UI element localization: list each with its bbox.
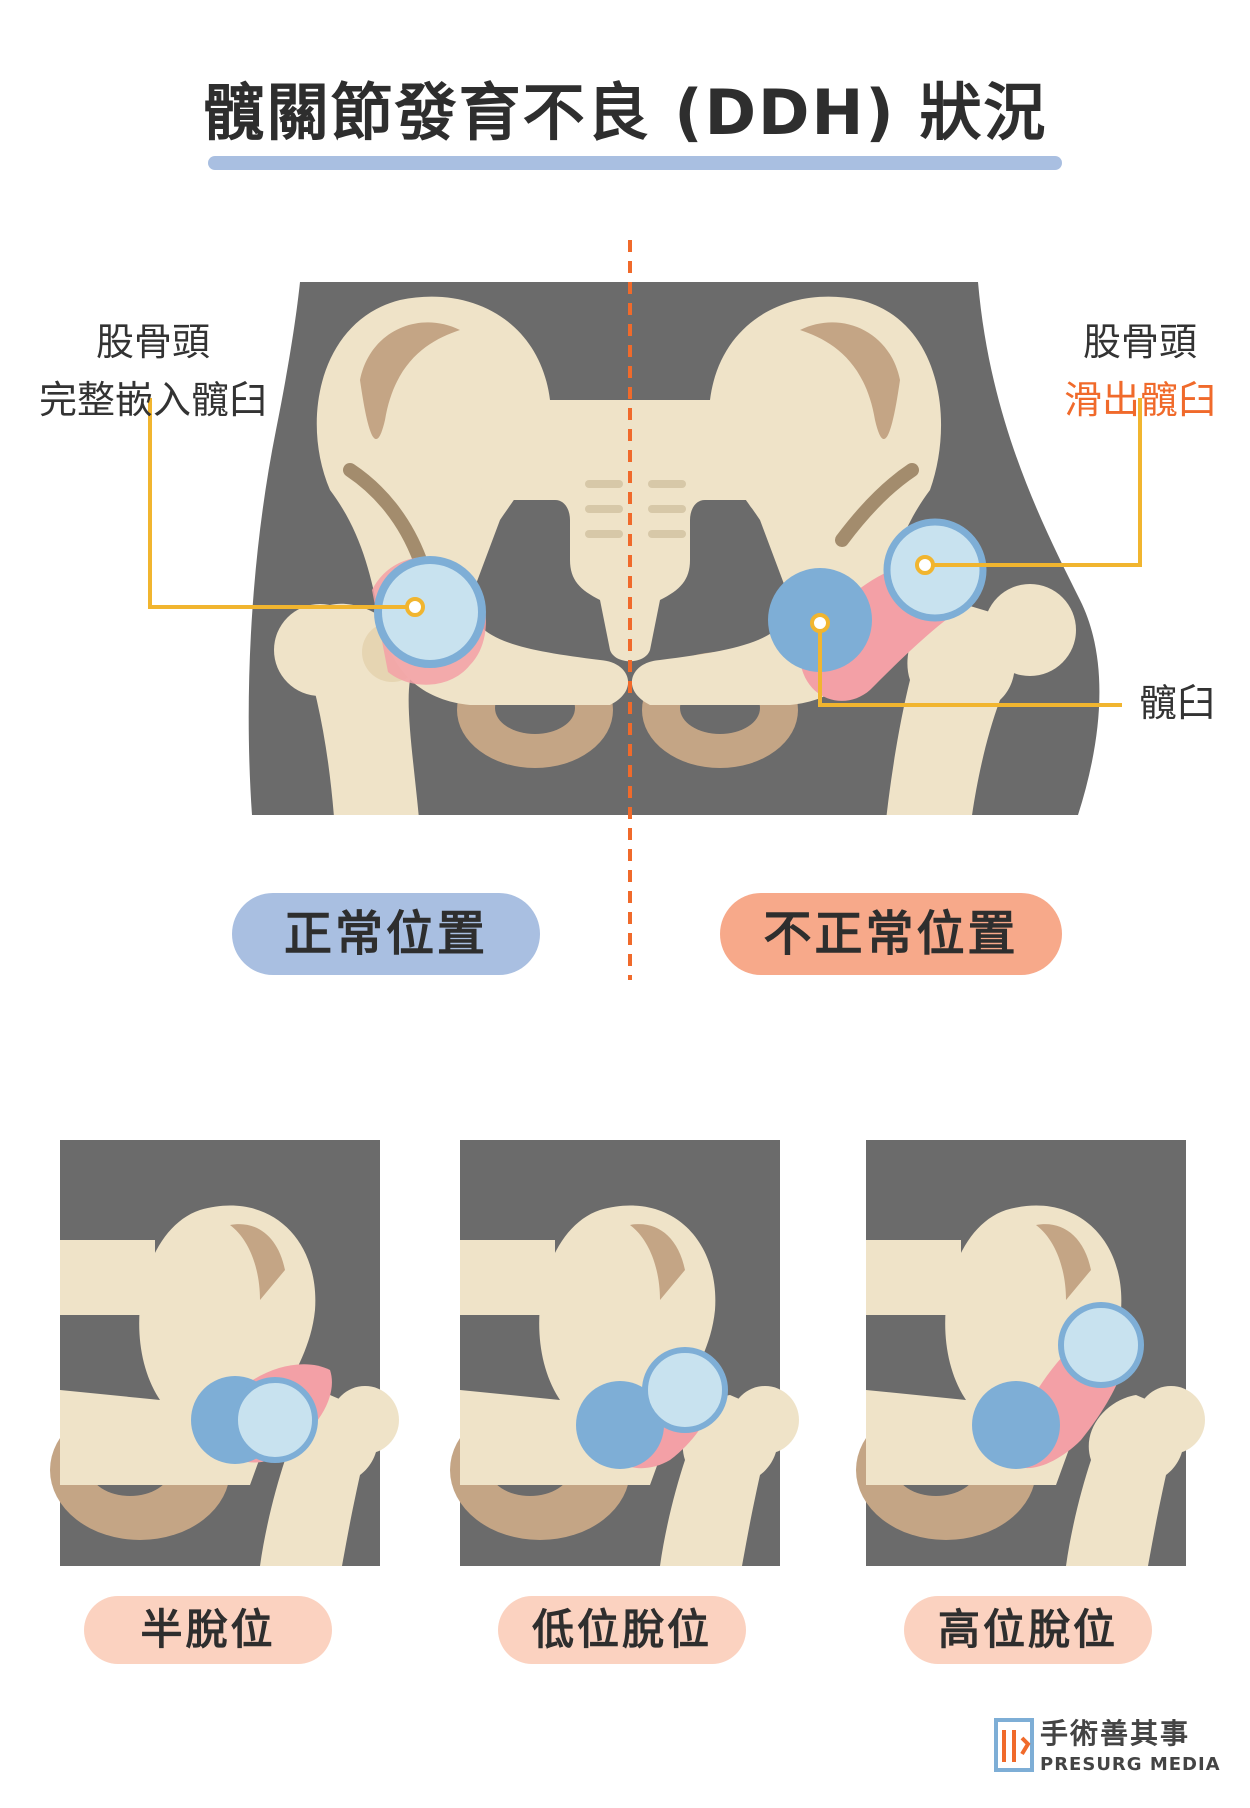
logo-name-cn: 手術善其事 — [1040, 1717, 1191, 1750]
high-dislocation-pill: 高位脫位 — [904, 1596, 1152, 1664]
high-dislocation-illustration — [856, 1140, 1205, 1566]
abnormal-position-pill: 不正常位置 — [720, 893, 1062, 975]
page-title: 髖關節發育不良 (DDH) 狀況 — [202, 76, 1048, 149]
right-label-top: 股骨頭 — [1082, 320, 1197, 364]
subluxation-illustration — [50, 1140, 399, 1566]
title-underline — [208, 156, 1062, 170]
right-femur — [885, 600, 1015, 815]
logo-name-en: PRESURG MEDIA — [1040, 1754, 1221, 1775]
low-dislocation-pill: 低位脫位 — [498, 1596, 746, 1664]
right-label-bottom: 滑出髖臼 — [1063, 378, 1216, 422]
sacrum — [480, 400, 780, 662]
left-label-top: 股骨頭 — [95, 320, 210, 364]
presurg-logo-icon — [994, 1718, 1034, 1772]
acetabulum-leader-line — [818, 623, 1122, 707]
normal-position-pill: 正常位置 — [232, 893, 540, 975]
acetabulum-label: 髖臼 — [1138, 681, 1215, 725]
right-label: 股骨頭 滑出髖臼 — [1040, 313, 1240, 429]
subluxation-pill: 半脫位 — [84, 1596, 332, 1664]
low-dislocation-illustration — [450, 1140, 799, 1566]
left-femoral-head — [374, 556, 486, 668]
left-leader-line — [148, 398, 415, 609]
left-label: 股骨頭 完整嵌入髖臼 — [8, 313, 298, 429]
left-label-bottom: 完整嵌入髖臼 — [38, 378, 267, 422]
right-head-leader-line — [925, 398, 1142, 567]
right-femoral-head — [883, 518, 987, 622]
pelvis-main-illustration — [148, 240, 1142, 980]
